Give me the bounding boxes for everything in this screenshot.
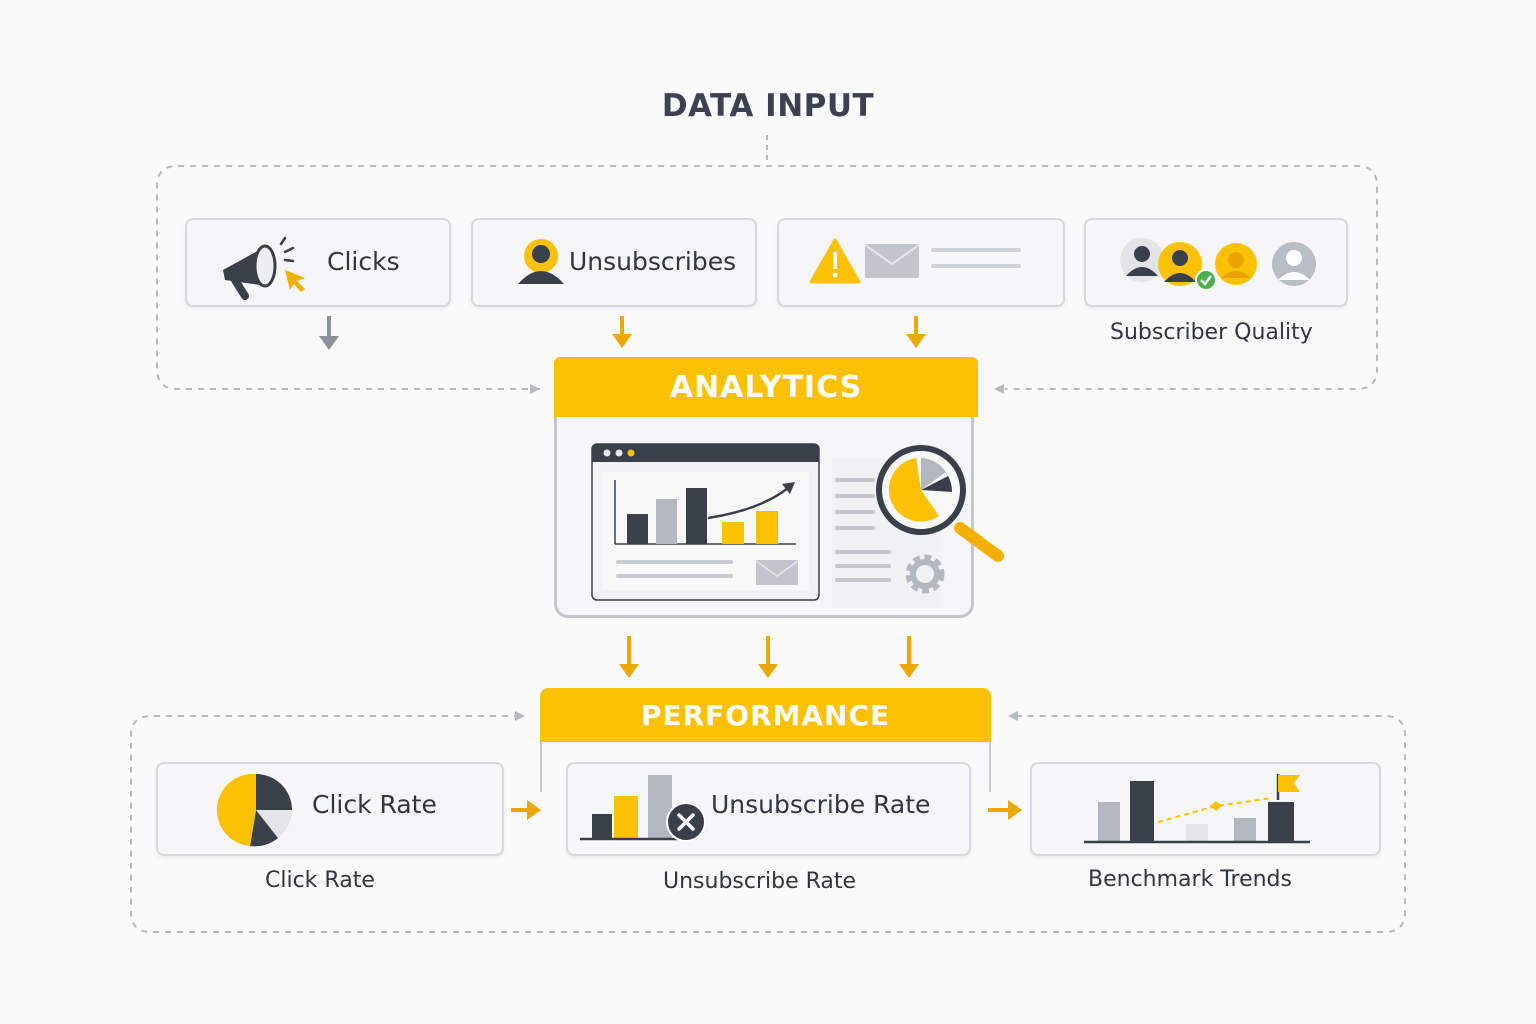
subscriber-group-icon (1120, 238, 1316, 291)
subscriber-quality-label: Subscriber Quality (1110, 320, 1313, 345)
click-rate-card-label: Click Rate (312, 790, 437, 819)
arrow-alerts-down (906, 316, 926, 348)
warning-email-icon (809, 238, 1021, 284)
arrowhead-right-perf (1008, 711, 1018, 721)
benchmark-trends-label: Benchmark Trends (1088, 867, 1292, 892)
arrowhead-left-in (530, 384, 540, 394)
unsubscribe-rate-card-label: Unsubscribe Rate (711, 790, 931, 819)
arrow-unsubscribes-down (612, 316, 632, 348)
magnifier-pie-icon (876, 445, 1004, 562)
unsubscribes-card: Unsubscribes (471, 218, 757, 307)
arrow-clicks-down (319, 316, 339, 350)
arrow-analytics-perf-2 (758, 636, 778, 678)
email-icon (865, 244, 919, 278)
click-rate-label: Click Rate (265, 868, 375, 893)
arrow-clickrate-to-unsub (511, 800, 541, 820)
pie-chart-icon (216, 773, 292, 847)
clicks-label: Clicks (327, 247, 400, 276)
user-avatar-icon (518, 239, 564, 284)
bar-chart-x-icon (580, 775, 706, 842)
clicks-card: Clicks (185, 218, 451, 307)
alerts-card (777, 218, 1065, 307)
arrow-analytics-perf-3 (899, 636, 919, 678)
gear-icon (905, 554, 945, 594)
data-input-title: DATA INPUT (661, 88, 875, 124)
arrowhead-right-in (994, 384, 1004, 394)
benchmark-trends-card (1030, 762, 1381, 856)
arrow-unsub-to-benchmark (988, 800, 1022, 820)
email-icon (756, 560, 798, 585)
subscriber-quality-card (1084, 218, 1348, 307)
arrow-analytics-perf-1 (619, 636, 639, 678)
click-rate-card: Click Rate (156, 762, 504, 856)
unsubscribes-label: Unsubscribes (569, 247, 737, 276)
performance-header: PERFORMANCE (540, 688, 991, 742)
performance-group-border (130, 715, 1406, 933)
check-badge-icon (1195, 269, 1217, 291)
analytics-header: ANALYTICS (554, 357, 978, 417)
analytics-dashboard-illustration (591, 443, 1004, 608)
data-input-group-border (156, 165, 1378, 390)
unsubscribe-rate-label: Unsubscribe Rate (663, 869, 857, 894)
benchmark-chart-flag-icon (1084, 774, 1310, 844)
arrowhead-left-perf (515, 711, 525, 721)
unsubscribe-rate-card: Unsubscribe Rate (566, 762, 971, 856)
megaphone-click-icon (223, 236, 305, 300)
